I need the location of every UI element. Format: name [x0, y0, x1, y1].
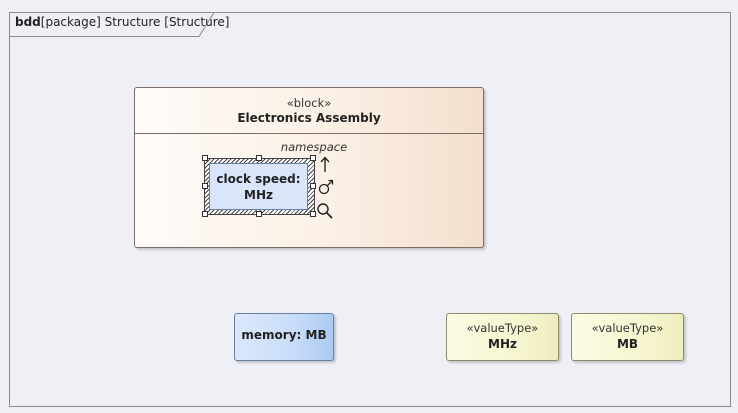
arrow-up-icon[interactable]: [316, 155, 334, 173]
resize-handle-w[interactable]: [202, 183, 208, 189]
frame-title-text: [package] Structure [Structure]: [40, 15, 230, 29]
value-type-mhz-name: MHz: [488, 337, 517, 351]
part-memory[interactable]: memory: MB: [234, 313, 334, 361]
part-label-line2: MHz: [244, 187, 273, 202]
value-type-mb[interactable]: «valueType» MB: [571, 313, 684, 361]
part-clock-speed[interactable]: clock speed: MHz: [209, 163, 308, 210]
frame-header-shape: [9, 12, 215, 37]
resize-handle-se[interactable]: [310, 211, 316, 217]
block-name: Electronics Assembly: [237, 111, 381, 125]
resize-handle-nw[interactable]: [202, 155, 208, 161]
part-label-line1: clock speed:: [216, 171, 301, 186]
frame-kind: bdd: [15, 15, 41, 29]
block-header: «block» Electronics Assembly: [135, 88, 483, 134]
resize-handle-ne[interactable]: [310, 155, 316, 161]
value-type-mhz-stereotype: «valueType»: [466, 321, 539, 335]
link-tool-icon[interactable]: [316, 178, 334, 196]
part-memory-label: memory: MB: [241, 328, 327, 342]
block-stereotype: «block»: [286, 96, 332, 110]
resize-handle-sw[interactable]: [202, 211, 208, 217]
namespace-compartment-label: namespace: [280, 140, 348, 154]
resize-handle-e[interactable]: [310, 183, 316, 189]
value-type-mb-name: MB: [616, 337, 639, 351]
value-type-mhz[interactable]: «valueType» MHz: [446, 313, 559, 361]
diagram-frame: [9, 12, 731, 407]
value-type-mb-stereotype: «valueType»: [591, 321, 664, 335]
resize-handle-s[interactable]: [256, 211, 262, 217]
resize-handle-n[interactable]: [256, 155, 262, 161]
magnifier-icon[interactable]: [316, 202, 334, 220]
frame-title: bdd[package] Structure [Structure]: [15, 15, 229, 29]
